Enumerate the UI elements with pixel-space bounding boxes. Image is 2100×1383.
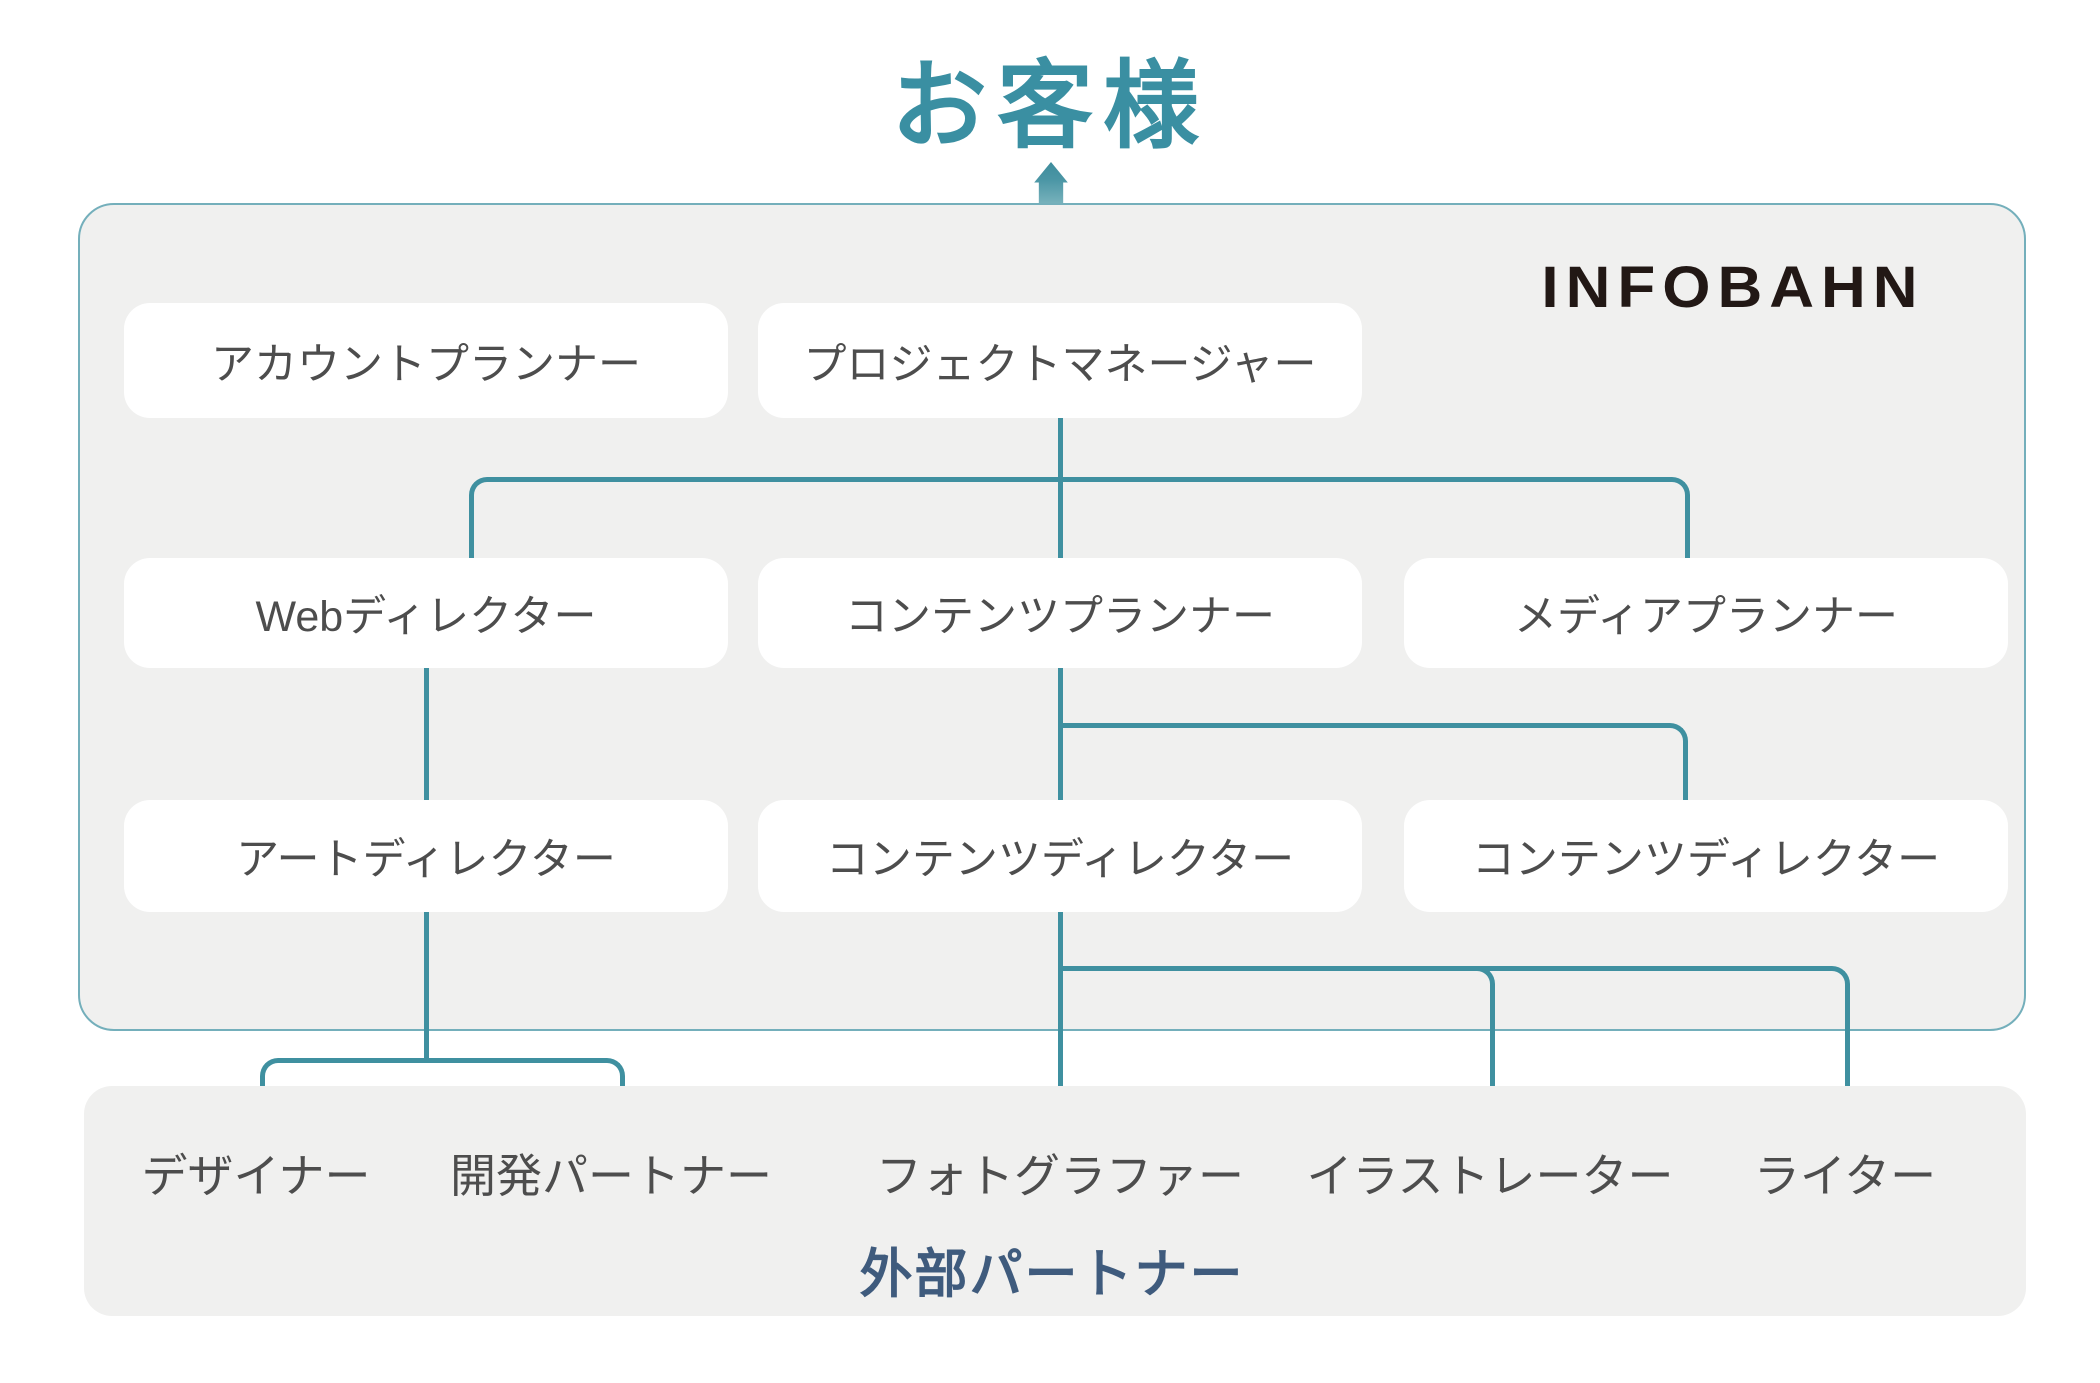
role-box-account-planner: アカウントプランナー [124, 303, 728, 418]
role-box-web-director: Webディレクター [124, 558, 728, 668]
external-role-dev-partner: 開発パートナー [450, 1150, 772, 1202]
infobahn-logo: INFOBAHN [1541, 255, 1925, 320]
connector-web-to-art [424, 668, 429, 800]
role-label: アカウントプランナー [211, 340, 641, 389]
role-box-art-director: アートディレクター [124, 800, 728, 912]
role-box-project-manager: プロジェクトマネージャー [758, 303, 1362, 418]
connector-row2-split [469, 477, 1690, 558]
external-role-writer: ライター [1753, 1150, 1937, 1202]
role-label: コンテンツディレクター [1471, 836, 1941, 884]
role-label: コンテンツプランナー [845, 593, 1275, 641]
external-partner-panel [84, 1086, 2026, 1316]
connector-pm-down [1058, 418, 1063, 558]
connector-art-down [424, 912, 429, 1063]
role-box-content-director-2: コンテンツディレクター [1404, 800, 2008, 912]
customer-title: お客様 [891, 53, 1209, 160]
role-label: メディアプランナー [1514, 593, 1898, 641]
external-role-illustrator: イラストレーター [1306, 1150, 1674, 1202]
external-role-designer: デザイナー [141, 1150, 371, 1202]
connector-writer-branch [1060, 966, 1850, 1123]
external-partner-title: 外部パートナー [859, 1245, 1245, 1304]
role-box-content-director-1: コンテンツディレクター [758, 800, 1362, 912]
role-label: アートディレクター [236, 836, 616, 884]
role-label: Webディレクター [255, 593, 597, 641]
external-role-photographer: フォトグラファー [876, 1150, 1244, 1202]
connector-contentdirector-down [1058, 912, 1063, 1123]
role-box-media-planner: メディアプランナー [1404, 558, 2008, 668]
role-label: プロジェクトマネージャー [803, 340, 1317, 389]
role-box-content-planner: コンテンツプランナー [758, 558, 1362, 668]
connector-row3-split [1060, 723, 1688, 800]
role-label: コンテンツディレクター [825, 836, 1295, 884]
